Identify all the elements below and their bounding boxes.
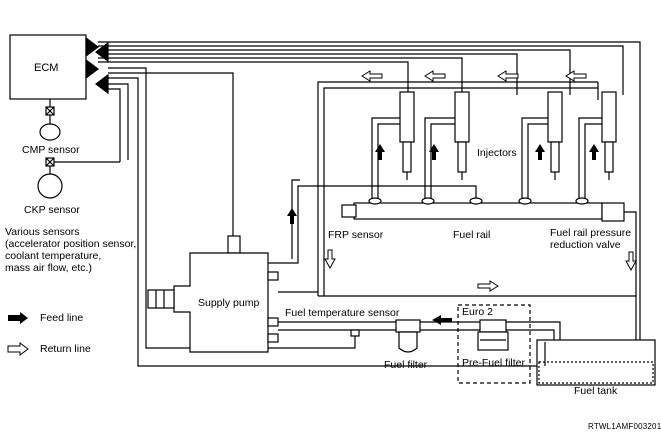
return-line-top: [317, 81, 599, 296]
supply-pump-label: Supply pump: [198, 297, 260, 309]
ecm-output-connector: [85, 36, 99, 58]
legend-feed-line-label: Feed line: [40, 312, 84, 324]
supply-pump: [147, 235, 279, 353]
ecm-input-connector: [95, 41, 109, 63]
fuel-filter-label: Fuel filter: [384, 359, 428, 371]
figure-code: RTWL1AMF003201: [588, 422, 661, 431]
valve-label-line2: reduction valve: [550, 239, 621, 251]
various-sensors-line2: coolant temperature,: [5, 250, 102, 262]
injector: [601, 91, 617, 180]
euro2-label: Euro 2: [462, 306, 493, 318]
ecm-output-connector: [85, 58, 99, 80]
legend-return-arrow: [7, 342, 29, 356]
ckp-sensor-label: CKP sensor: [24, 204, 80, 216]
frp-sensor-label: FRP sensor: [328, 229, 384, 241]
valve-label-line1: Fuel rail pressure: [550, 227, 632, 239]
fuel-tank: [536, 339, 656, 386]
various-sensors-label: Various sensors (accelerator position se…: [5, 226, 136, 274]
cmp-sensor: [39, 99, 61, 141]
fuel-temperature-sensor-label: Fuel temperature sensor: [285, 307, 400, 319]
ecm-wiring: [98, 41, 641, 367]
injector: [399, 91, 415, 180]
euro2-box: [457, 304, 531, 384]
fuel-tank-label: Fuel tank: [574, 385, 618, 397]
frp-sensor: [341, 204, 357, 218]
various-sensors-line1: (accelerator position sensor,: [5, 238, 137, 250]
injector: [454, 91, 470, 180]
injector-pipes: [371, 117, 602, 198]
ecm-input-connector: [95, 73, 109, 95]
injector: [547, 91, 563, 180]
fuel-rail-pressure-reduction-valve-label: Fuel rail pressure reduction valve: [550, 227, 631, 251]
high-pressure-feed-line: [268, 185, 477, 264]
various-sensors-title: Various sensors: [5, 226, 80, 238]
legend-return-line-label: Return line: [40, 343, 91, 355]
ckp-sensor: [37, 110, 121, 199]
pre-fuel-filter-label: Pre-Fuel filter: [462, 357, 526, 369]
fuel-filter: [395, 319, 421, 353]
fuel-rail-pressure-reduction-valve: [601, 202, 625, 222]
legend-feed-arrow: [8, 312, 28, 324]
ecm-label: ECM: [34, 62, 59, 74]
ecm-box: [9, 34, 87, 100]
various-sensors-line3: mass air flow, etc.): [5, 262, 92, 274]
return-direction-arrows: [324, 70, 637, 292]
feed-direction-arrows: [287, 144, 599, 325]
cmp-sensor-label: CMP sensor: [22, 144, 80, 156]
pre-fuel-filter: [477, 319, 509, 351]
fuel-rail-label: Fuel rail: [453, 229, 491, 241]
fuel-rail: [341, 197, 625, 222]
injectors-label: Injectors: [477, 147, 517, 159]
